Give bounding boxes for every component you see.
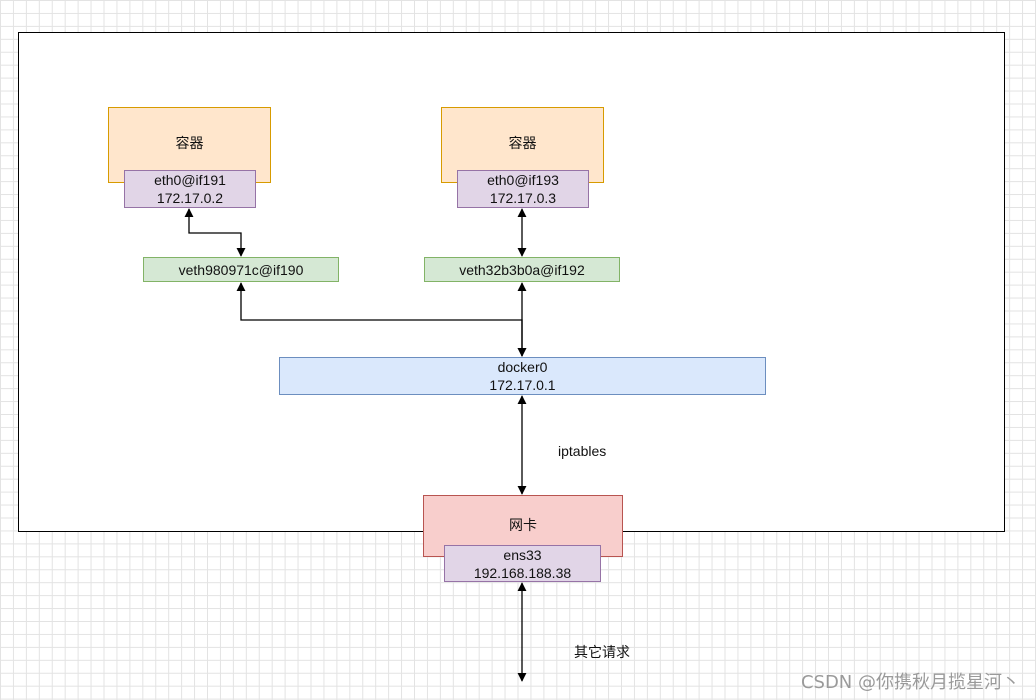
container-2-eth0: eth0@if193 172.17.0.3 (457, 170, 589, 208)
veth-2-label: veth32b3b0a@if192 (459, 261, 585, 278)
nic-name: ens33 (503, 546, 542, 563)
container-1-eth0-name: eth0@if191 (154, 172, 226, 188)
other-requests-label: 其它请求 (574, 644, 630, 660)
container-1-eth0: eth0@if191 172.17.0.2 (124, 170, 256, 208)
watermark: CSDN @你携秋月揽星河丶 (800, 672, 1020, 693)
container-2-eth0-ip: 172.17.0.3 (489, 190, 557, 206)
veth-2: veth32b3b0a@if192 (424, 257, 620, 282)
iptables-label: iptables (558, 443, 607, 459)
docker0-bridge: docker0 172.17.0.1 (279, 357, 766, 395)
container-2-title: 容器 (508, 135, 537, 151)
container-1-eth0-ip: 172.17.0.2 (156, 190, 224, 206)
veth-1-label: veth980971c@if190 (178, 261, 304, 278)
container-1-title: 容器 (175, 135, 204, 151)
nic-title: 网卡 (509, 517, 537, 533)
nic-ens33: ens33 192.168.188.38 (444, 545, 601, 582)
link-veth-1-bridge (236, 282, 527, 357)
nic-ip: 192.168.188.38 (473, 564, 572, 581)
container-2-eth0-name: eth0@if193 (487, 172, 559, 188)
bridge-ip: 172.17.0.1 (489, 377, 556, 393)
veth-1: veth980971c@if190 (143, 257, 339, 282)
bridge-name: docker0 (497, 359, 548, 375)
link-eth0-1-veth-1 (184, 208, 246, 257)
